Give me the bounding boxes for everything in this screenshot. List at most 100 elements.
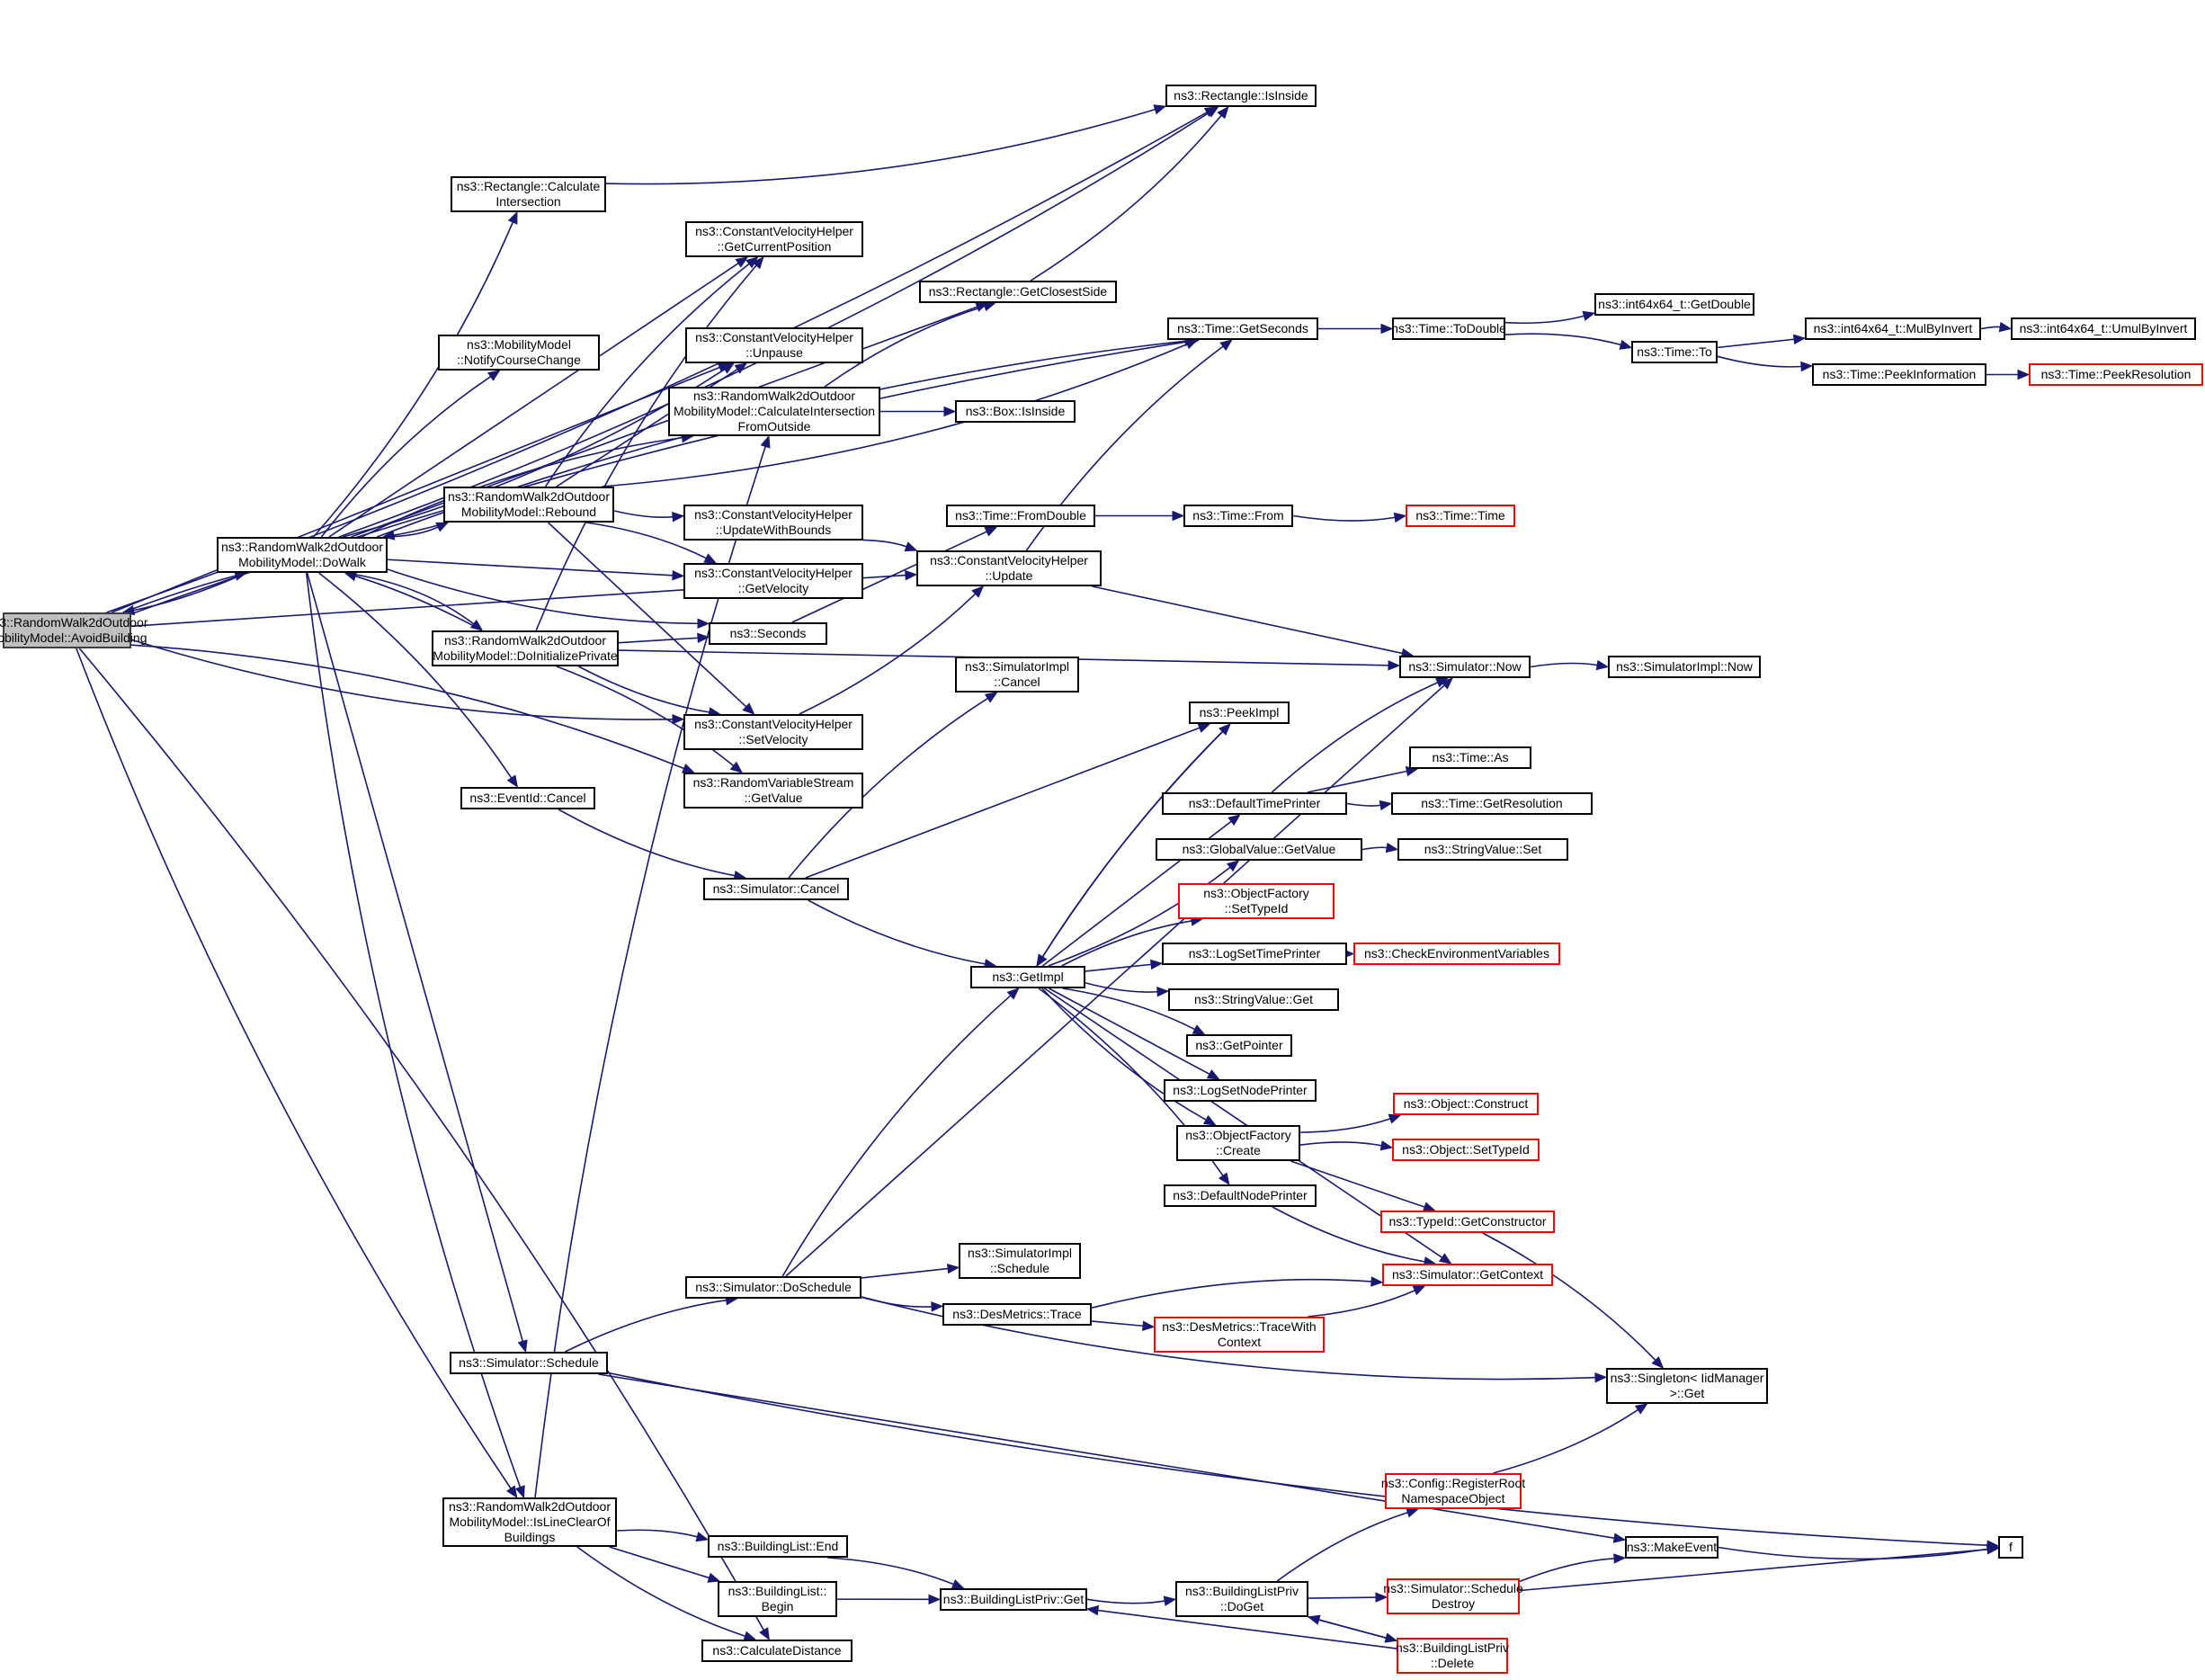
node-label-line: ns3::Rectangle::Calculate xyxy=(456,179,601,193)
node-timeto[interactable]: ns3::Time::To xyxy=(1631,341,1718,363)
node-rvsget[interactable]: ns3::RandomVariableStream::GetValue xyxy=(683,773,863,809)
node-logsettime[interactable]: ns3::LogSetTimePrinter xyxy=(1162,943,1347,965)
node-singleton[interactable]: ns3::Singleton< IidManager >::Get xyxy=(1606,1368,1768,1404)
node-label-line: ns3::CalculateDistance xyxy=(712,1643,842,1658)
node-ofcreate[interactable]: ns3::ObjectFactory::Create xyxy=(1176,1125,1300,1161)
node-makeevent[interactable]: ns3::MakeEvent xyxy=(1625,1536,1718,1559)
node-closest[interactable]: ns3::Rectangle::GetClosestSide xyxy=(919,281,1117,303)
node-todouble[interactable]: ns3::Time::ToDouble xyxy=(1391,317,1506,340)
edge-mulbyinvert-to-umulbyinvert xyxy=(1980,326,2001,330)
edge-ofcreate-to-objsettypeid xyxy=(1299,1141,1382,1147)
node-peekres[interactable]: ns3::Time::PeekResolution xyxy=(2029,363,2203,386)
node-eventcancel[interactable]: ns3::EventId::Cancel xyxy=(460,787,595,809)
node-label-line: ns3::Time::PeekResolution xyxy=(2040,367,2192,381)
node-notify[interactable]: ns3::MobilityModel::NotifyCourseChange xyxy=(438,335,600,371)
node-getseconds[interactable]: ns3::Time::GetSeconds xyxy=(1167,317,1318,340)
edge-dowalk-to-avoid xyxy=(133,572,247,612)
node-gvgetvalue[interactable]: ns3::GlobalValue::GetValue xyxy=(1156,838,1362,861)
node-implnow[interactable]: ns3::SimulatorImpl::Now xyxy=(1608,656,1761,678)
node-peekinfo[interactable]: ns3::Time::PeekInformation xyxy=(1812,363,1986,386)
edge-blpdoget-to-configroot xyxy=(1276,1511,1408,1582)
node-rectinside[interactable]: ns3::Rectangle::IsInside xyxy=(1165,85,1317,107)
edge-rebound-to-unpause xyxy=(556,368,738,487)
node-getvel[interactable]: ns3::ConstantVelocityHelper::GetVelocity xyxy=(683,563,863,599)
node-checkenv[interactable]: ns3::CheckEnvironmentVariables xyxy=(1353,943,1560,965)
node-defnodeprinter[interactable]: ns3::DefaultNodePrinter xyxy=(1164,1184,1317,1207)
node-objsettypeid[interactable]: ns3::Object::SetTypeId xyxy=(1392,1139,1540,1161)
node-timetime[interactable]: ns3::Time::Time xyxy=(1406,505,1515,527)
node-fromdouble[interactable]: ns3::Time::FromDouble xyxy=(946,505,1095,527)
node-blbegin[interactable]: ns3::BuildingList::Begin xyxy=(718,1581,837,1617)
node-label-line: ns3::Object::Construct xyxy=(1403,1096,1529,1111)
arrowhead-icon xyxy=(1197,723,1211,733)
node-label-line: ::SetTypeId xyxy=(1224,901,1289,916)
node-doschedule[interactable]: ns3::Simulator::DoSchedule xyxy=(685,1276,861,1299)
node-destrace[interactable]: ns3::DesMetrics::Trace xyxy=(942,1303,1092,1326)
node-schedule[interactable]: ns3::Simulator::Schedule xyxy=(450,1352,608,1374)
arrowhead-icon xyxy=(1184,339,1199,350)
node-label-line: FromOutside xyxy=(737,419,811,433)
node-label-line: MobilityModel::Rebound xyxy=(460,505,597,519)
node-boxinside[interactable]: ns3::Box::IsInside xyxy=(955,400,1076,423)
node-label-line: ns3::Simulator::DoSchedule xyxy=(695,1280,852,1294)
edge-dowalk-to-getcurpos xyxy=(328,263,739,538)
node-implcancel[interactable]: ns3::SimulatorImpl::Cancel xyxy=(955,657,1079,693)
arrowhead-icon xyxy=(946,1263,960,1274)
node-peekimpl[interactable]: ns3::PeekImpl xyxy=(1189,701,1290,724)
node-blpget[interactable]: ns3::BuildingListPriv::Get xyxy=(940,1588,1087,1611)
edge-tracewith-to-getcontext xyxy=(1308,1290,1415,1318)
node-label-line: ns3::GlobalValue::GetValue xyxy=(1182,842,1336,856)
node-mulbyinvert[interactable]: ns3::int64x64_t::MulByInvert xyxy=(1805,317,1981,340)
node-simnow[interactable]: ns3::Simulator::Now xyxy=(1399,656,1531,678)
edge-doschedule-to-simnow xyxy=(785,684,1445,1277)
node-label-line: ns3::LogSetNodePrinter xyxy=(1173,1083,1308,1097)
node-blend[interactable]: ns3::BuildingList::End xyxy=(708,1535,848,1558)
node-deftimeprinter[interactable]: ns3::DefaultTimePrinter xyxy=(1162,792,1347,815)
arrowhead-icon xyxy=(1582,310,1596,321)
node-seconds[interactable]: ns3::Seconds xyxy=(709,622,827,645)
node-ofsettypeid[interactable]: ns3::ObjectFactory::SetTypeId xyxy=(1178,883,1335,919)
node-logsetnode[interactable]: ns3::LogSetNodePrinter xyxy=(1164,1079,1317,1102)
node-setvel[interactable]: ns3::ConstantVelocityHelper::SetVelocity xyxy=(683,714,863,750)
edge-simcancel-to-getimpl xyxy=(808,899,986,965)
node-objconstruct[interactable]: ns3::Object::Construct xyxy=(1393,1093,1539,1115)
arrowhead-icon xyxy=(1406,1507,1420,1518)
node-cvupdate[interactable]: ns3::ConstantVelocityHelper::Update xyxy=(916,550,1102,586)
node-timeas[interactable]: ns3::Time::As xyxy=(1409,746,1531,769)
arrowhead-icon xyxy=(514,1485,525,1499)
node-getcurpos[interactable]: ns3::ConstantVelocityHelper::GetCurrentP… xyxy=(685,221,863,257)
arrowhead-icon xyxy=(1634,1403,1648,1415)
arrowhead-icon xyxy=(1006,987,1020,1000)
node-timefrom[interactable]: ns3::Time::From xyxy=(1183,505,1293,527)
node-getres[interactable]: ns3::Time::GetResolution xyxy=(1391,792,1593,815)
node-svset[interactable]: ns3::StringValue::Set xyxy=(1397,838,1568,861)
arrowhead-icon xyxy=(984,526,998,537)
node-getconstructor[interactable]: ns3::TypeId::GetConstructor xyxy=(1380,1211,1555,1233)
node-label-line: MobilityModel::DoWalk xyxy=(238,555,366,569)
node-calcdist[interactable]: ns3::CalculateDistance xyxy=(701,1640,853,1662)
node-getimpl[interactable]: ns3::GetImpl xyxy=(970,966,1085,988)
edge-gvgetvalue-to-svset xyxy=(1361,846,1388,851)
node-blpdoget[interactable]: ns3::BuildingListPriv::DoGet xyxy=(1175,1581,1308,1617)
node-getpointer[interactable]: ns3::GetPointer xyxy=(1186,1034,1292,1057)
node-updbounds[interactable]: ns3::ConstantVelocityHelper::UpdateWithB… xyxy=(683,505,863,541)
node-unpause[interactable]: ns3::ConstantVelocityHelper::Unpause xyxy=(685,327,863,363)
node-getdouble[interactable]: ns3::int64x64_t::GetDouble xyxy=(1594,293,1754,316)
node-umulbyinvert[interactable]: ns3::int64x64_t::UmulByInvert xyxy=(2011,317,2196,340)
node-implschedule[interactable]: ns3::SimulatorImpl::Schedule xyxy=(959,1243,1081,1279)
node-blpdelete[interactable]: ns3::BuildingListPriv::Delete xyxy=(1396,1638,1509,1674)
node-getcontext[interactable]: ns3::Simulator::GetContext xyxy=(1382,1264,1553,1286)
node-simcancel[interactable]: ns3::Simulator::Cancel xyxy=(703,878,849,900)
node-svget[interactable]: ns3::StringValue::Get xyxy=(1168,988,1339,1011)
node-f[interactable]: f xyxy=(1998,1536,2023,1559)
